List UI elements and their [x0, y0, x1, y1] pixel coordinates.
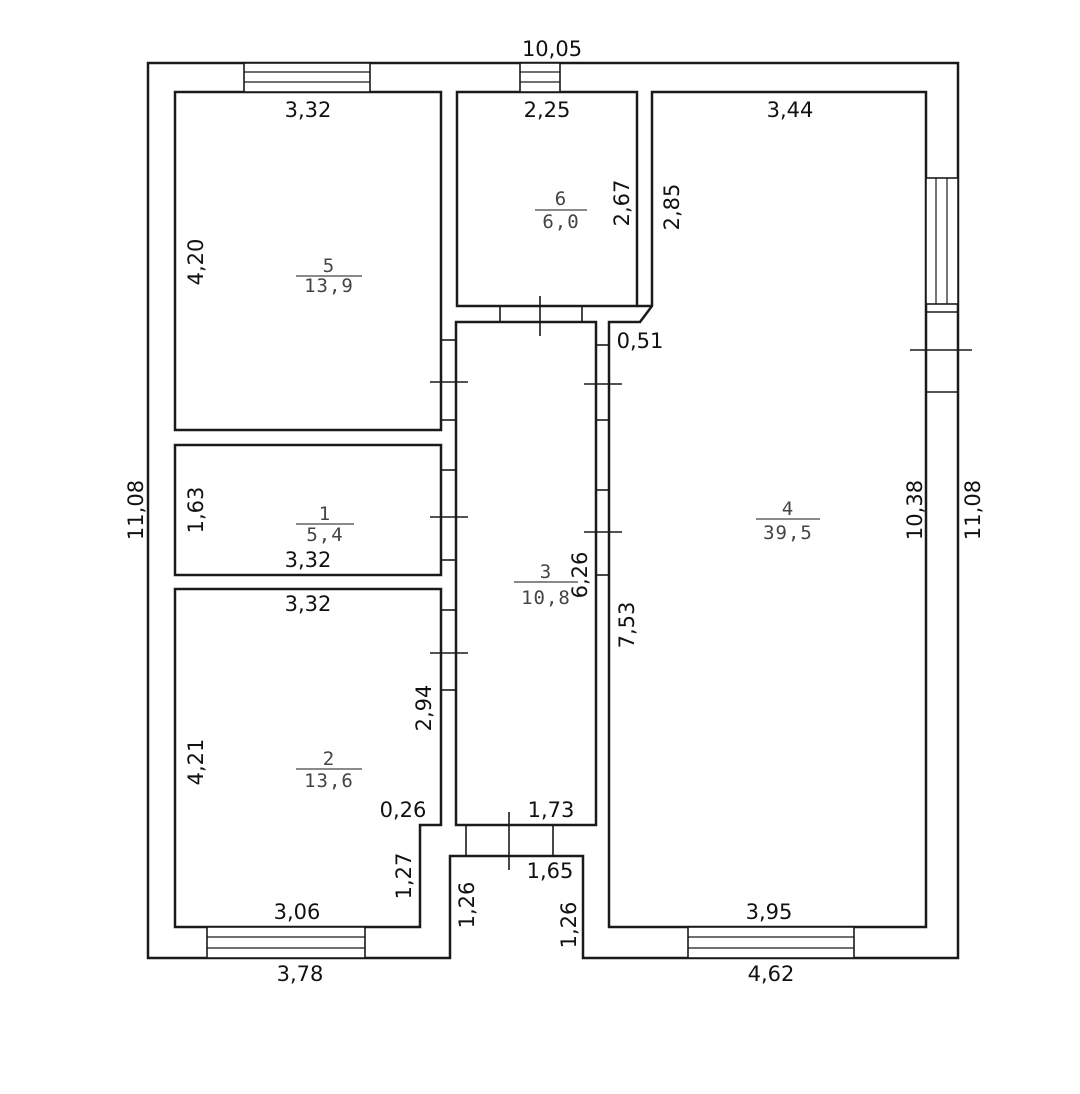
window-right	[925, 177, 959, 305]
dim-overall-top: 10,05	[522, 37, 582, 61]
room-2-outline	[173, 587, 443, 929]
dim-room2-side: 4,21	[184, 739, 208, 786]
dim-room6-side: 2,67	[610, 180, 634, 227]
window-bottom-left	[206, 926, 366, 959]
room-3-area: 10,8	[521, 587, 571, 609]
room-1-label: 1 5,4	[296, 503, 354, 546]
dim-room2-outer-bottom: 3,78	[277, 962, 324, 986]
room-3-label: 3 10,8	[514, 561, 578, 609]
dim-room5-top: 3,32	[285, 98, 332, 122]
room-4-outline	[607, 90, 928, 929]
dim-corridor-side: 6,26	[568, 552, 592, 599]
room-2-label: 2 13,6	[296, 748, 362, 792]
dim-corridor-bottom: 1,73	[528, 798, 575, 822]
dim-room1-side: 1,63	[184, 487, 208, 534]
dim-overall-left: 11,08	[124, 480, 148, 540]
door-room6	[499, 296, 583, 336]
door-room4-lower	[584, 489, 622, 576]
door-entrance	[465, 812, 554, 870]
room-6-label: 6 6,0	[535, 188, 587, 233]
dim-room4-outer-bottom: 4,62	[748, 962, 795, 986]
room-2-number: 2	[323, 748, 335, 770]
window-top-center	[519, 62, 561, 93]
dim-overall-right: 11,08	[961, 480, 985, 540]
room-5-label: 5 13,9	[296, 255, 362, 297]
dim-room4-side: 10,38	[903, 480, 927, 540]
room-1-number: 1	[319, 503, 331, 525]
room-4-label: 4 39,5	[756, 498, 820, 544]
door-right-outside	[910, 311, 972, 393]
dim-room4-bottom: 3,95	[746, 900, 793, 924]
dim-room2-top: 3,32	[285, 592, 332, 616]
room-6-area: 6,0	[542, 211, 579, 233]
room-2-area: 13,6	[304, 770, 354, 792]
door-room1	[430, 469, 468, 561]
dim-room2-step: 0,26	[380, 798, 427, 822]
room-1-outline	[173, 443, 443, 577]
door-room4-upper	[584, 344, 622, 421]
dim-room4-top: 3,44	[767, 98, 814, 122]
dim-room6-outer-side: 2,85	[660, 184, 684, 231]
dim-porch-width: 1,65	[527, 859, 574, 883]
room-4-number: 4	[782, 498, 794, 520]
dim-room4-wall-offset: 0,51	[617, 329, 664, 353]
room-5-area: 13,9	[304, 275, 354, 297]
dim-room2-step-side: 1,27	[392, 853, 416, 900]
door-room5	[430, 339, 468, 421]
room-5-number: 5	[323, 255, 335, 277]
dim-room4-left-side: 7,53	[615, 602, 639, 649]
dim-room6-top: 2,25	[524, 98, 571, 122]
room-3-outline	[454, 320, 598, 827]
dim-room5-side: 4,20	[184, 239, 208, 286]
dim-room2-bottom: 3,06	[274, 900, 321, 924]
room-4-area: 39,5	[763, 522, 813, 544]
room-3-number: 3	[540, 561, 552, 583]
window-bottom-right	[687, 926, 855, 959]
room-1-area: 5,4	[306, 524, 343, 546]
room-5-outline	[173, 90, 443, 432]
dim-room2-door-wall: 2,94	[412, 685, 436, 732]
dim-porch-right: 1,26	[557, 902, 581, 949]
dim-room1-bottom: 3,32	[285, 548, 332, 572]
door-room2	[430, 609, 468, 691]
room-6-number: 6	[555, 188, 567, 210]
dim-porch-left: 1,26	[455, 882, 479, 929]
window-top-left	[243, 62, 371, 93]
